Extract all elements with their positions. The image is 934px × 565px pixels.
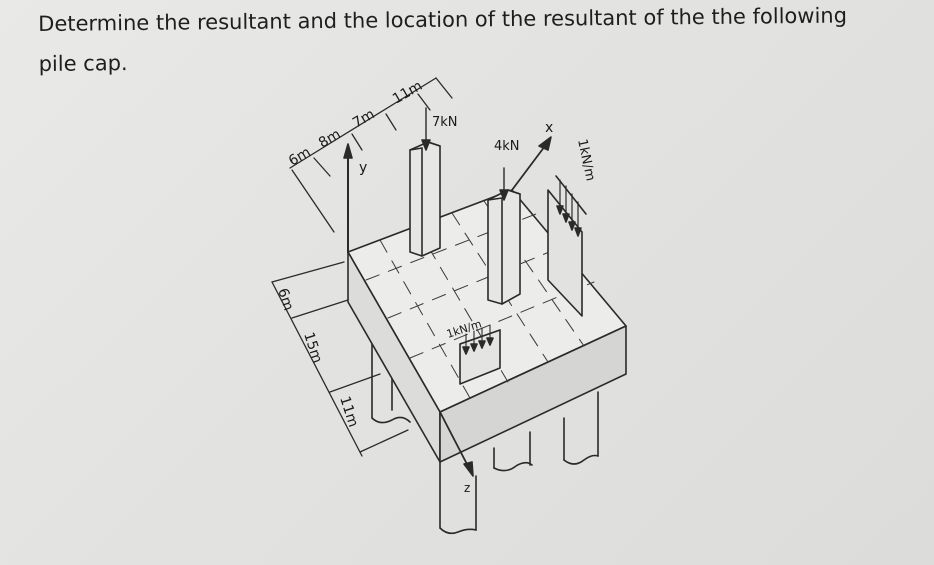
load-label-edge: 1kN/m — [574, 138, 598, 183]
pile-right — [563, 391, 599, 465]
cap-right-face — [439, 325, 627, 463]
load-label-column-b: 4kN — [494, 139, 520, 154]
axes — [343, 136, 552, 477]
top-dimension-line — [289, 77, 453, 233]
top-dim-2: 8m — [316, 126, 344, 151]
side-dim-1: 6m — [274, 286, 296, 312]
central-line-load — [459, 324, 501, 385]
column-a — [409, 107, 441, 257]
top-dim-4: 11m — [390, 78, 425, 108]
axis-label-z: z — [464, 481, 470, 495]
pile-middle — [493, 431, 533, 472]
pile-front — [439, 461, 477, 535]
side-dimension-line — [271, 261, 409, 457]
side-dim-3: 11m — [336, 394, 361, 429]
axis-label-x: x — [545, 120, 553, 136]
edge-line-load — [547, 175, 587, 317]
axis-label-y: y — [359, 160, 367, 176]
top-dim-3: 7m — [350, 106, 378, 131]
side-dim-2: 15m — [300, 330, 325, 365]
top-dim-1: 6m — [286, 144, 314, 169]
load-label-column-a: 7kN — [432, 115, 458, 130]
column-b — [487, 167, 521, 305]
